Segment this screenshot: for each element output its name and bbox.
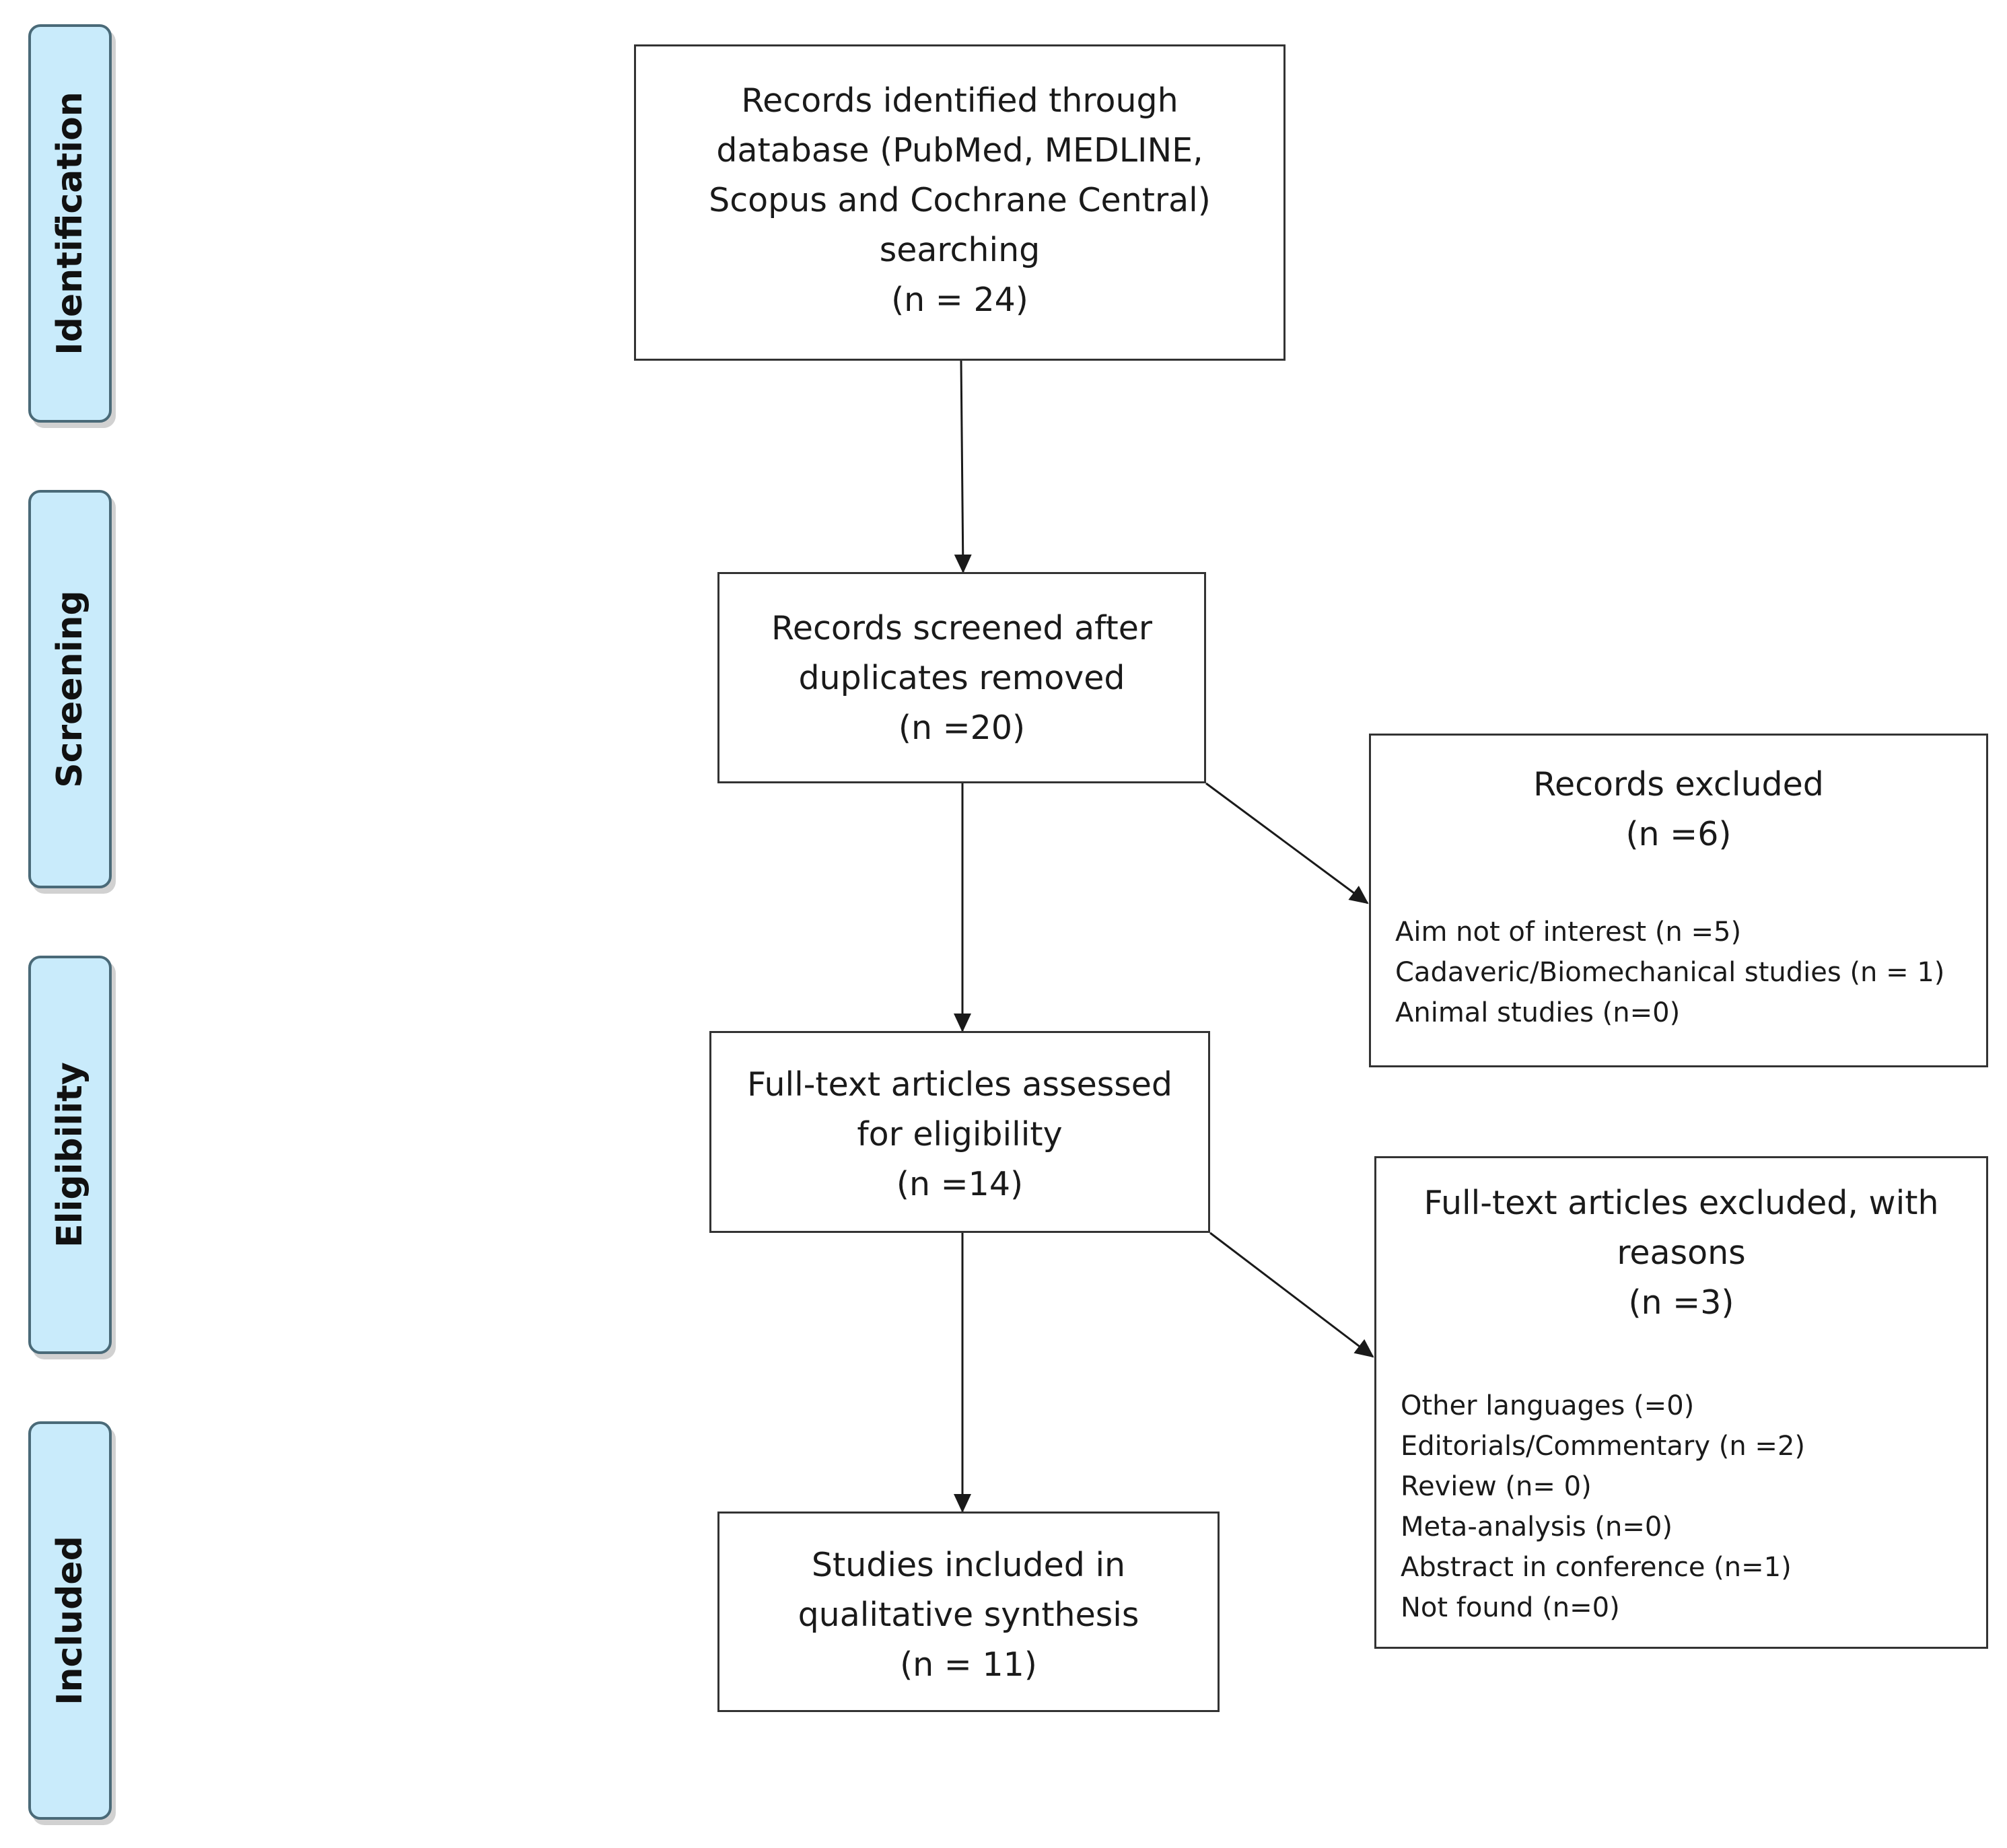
phase-identification: Identification <box>28 24 112 423</box>
text-line: for eligibility <box>857 1115 1063 1153</box>
reason-item: Animal studies (n=0) <box>1395 997 1681 1028</box>
count-label: (n =20) <box>898 709 1026 747</box>
box-fulltext-excluded-title: Full-text articles excluded, with reason… <box>1376 1178 1986 1328</box>
box-fulltext-assessed: Full-text articles assessed for eligibil… <box>709 1031 1210 1233</box>
text-line: Records identified through <box>741 81 1178 120</box>
text-line: qualitative synthesis <box>798 1596 1139 1634</box>
text-line: Full-text articles excluded, with <box>1423 1184 1939 1222</box>
fulltext-excluded-reasons: Other languages (=0) Editorials/Commenta… <box>1401 1386 1973 1628</box>
box-records-screened: Records screened after duplicates remove… <box>717 572 1206 783</box>
phase-eligibility: Eligibility <box>28 956 112 1354</box>
text-line: Studies included in <box>811 1546 1126 1584</box>
phase-screening: Screening <box>28 490 112 888</box>
count-label: (n =14) <box>896 1165 1024 1203</box>
arrow-screening-to-records-excluded <box>1205 782 1369 904</box>
arrow-identification-to-screening <box>954 360 972 573</box>
reason-item: Editorials/Commentary (n =2) <box>1401 1431 1805 1462</box>
reason-item: Other languages (=0) <box>1401 1390 1695 1421</box>
box-records-excluded-title: Records excluded (n =6) <box>1371 760 1986 859</box>
phase-included: Included <box>28 1421 112 1820</box>
text-line: Full-text articles assessed <box>746 1065 1173 1104</box>
text-line: database (PubMed, MEDLINE, <box>716 131 1203 170</box>
text-line: Records excluded <box>1533 765 1824 804</box>
reason-item: Review (n= 0) <box>1401 1471 1592 1502</box>
reason-item: Not found (n=0) <box>1401 1592 1620 1623</box>
arrow-eligibility-to-fulltext-excluded <box>1209 1232 1374 1358</box>
box-fulltext-excluded: Full-text articles excluded, with reason… <box>1374 1156 1988 1649</box>
reason-item: Aim not of interest (n =5) <box>1395 917 1742 948</box>
text-line: Records screened after <box>771 609 1153 647</box>
records-excluded-reasons: Aim not of interest (n =5) Cadaveric/Bio… <box>1395 912 1973 1033</box>
text-line: duplicates removed <box>798 659 1125 697</box>
box-studies-included: Studies included in qualitative synthesi… <box>717 1512 1220 1712</box>
reason-item: Meta-analysis (n=0) <box>1401 1512 1672 1542</box>
reason-item: Cadaveric/Biomechanical studies (n = 1) <box>1395 957 1945 988</box>
box-fulltext-assessed-text: Full-text articles assessed for eligibil… <box>711 1060 1208 1209</box>
box-records-excluded: Records excluded (n =6) Aim not of inter… <box>1369 734 1988 1067</box>
text-line: searching <box>879 231 1041 269</box>
box-studies-included-text: Studies included in qualitative synthesi… <box>719 1540 1218 1690</box>
text-line: reasons <box>1617 1234 1746 1272</box>
count-label: (n = 11) <box>900 1645 1037 1684</box>
reason-item: Abstract in conference (n=1) <box>1401 1552 1792 1583</box>
count-label: (n =6) <box>1625 815 1732 853</box>
box-records-identified-text: Records identified through database (Pub… <box>636 76 1283 325</box>
box-records-screened-text: Records screened after duplicates remove… <box>719 604 1204 753</box>
text-line: Scopus and Cochrane Central) <box>709 181 1211 219</box>
count-label: (n = 24) <box>891 281 1028 319</box>
box-records-identified: Records identified through database (Pub… <box>634 44 1286 361</box>
count-label: (n =3) <box>1628 1283 1734 1322</box>
